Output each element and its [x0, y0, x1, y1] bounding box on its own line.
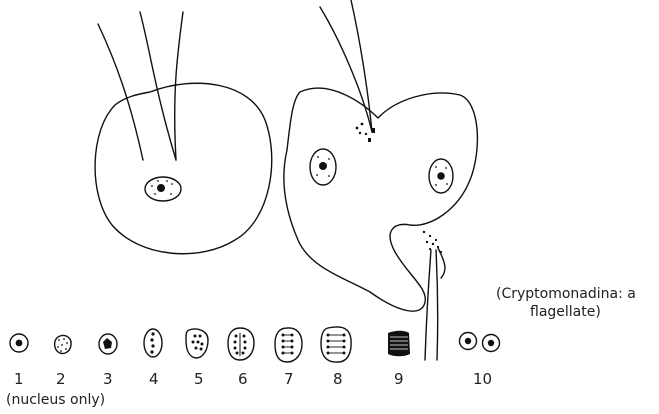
nucleus-only-note: (nucleus only)	[6, 392, 105, 408]
stage-label-6: 6	[238, 370, 248, 388]
stage-label-7: 7	[284, 370, 294, 388]
stage-label-2: 2	[56, 370, 66, 388]
stage-7	[275, 328, 302, 362]
basal-granules-top	[356, 123, 375, 142]
stage-4	[144, 329, 162, 357]
nucleus-right	[429, 159, 453, 193]
stage-9	[388, 331, 410, 357]
stage-label-3: 3	[103, 370, 113, 388]
caption-line-1: (Cryptomonadina: a	[496, 286, 636, 302]
stage-10	[460, 333, 500, 352]
stage-label-4: 4	[149, 370, 159, 388]
nucleus	[145, 177, 181, 201]
dividing-cell	[284, 0, 478, 360]
cell-body-dividing	[284, 88, 478, 311]
stage-label-5: 5	[194, 370, 204, 388]
flagellum-1	[98, 24, 143, 160]
flagellum-d	[436, 250, 438, 360]
stage-label-10: 10	[473, 370, 492, 388]
cell-body	[95, 83, 272, 253]
stage-label-1: 1	[14, 370, 24, 388]
flagellum-c	[425, 250, 431, 360]
stage-5	[186, 329, 208, 358]
stage-2	[55, 335, 72, 353]
stage-3	[99, 334, 117, 354]
stage-label-9: 9	[394, 370, 404, 388]
caption-line-2: flagellate)	[530, 304, 601, 320]
stage-8	[321, 327, 351, 362]
flagellum-3	[175, 12, 183, 160]
stage-label-8: 8	[333, 370, 343, 388]
nucleus-left	[310, 149, 336, 185]
intact-cell	[95, 12, 272, 254]
flagellum-b	[351, 0, 372, 132]
stage-6	[228, 328, 254, 360]
stage-1	[10, 334, 28, 352]
